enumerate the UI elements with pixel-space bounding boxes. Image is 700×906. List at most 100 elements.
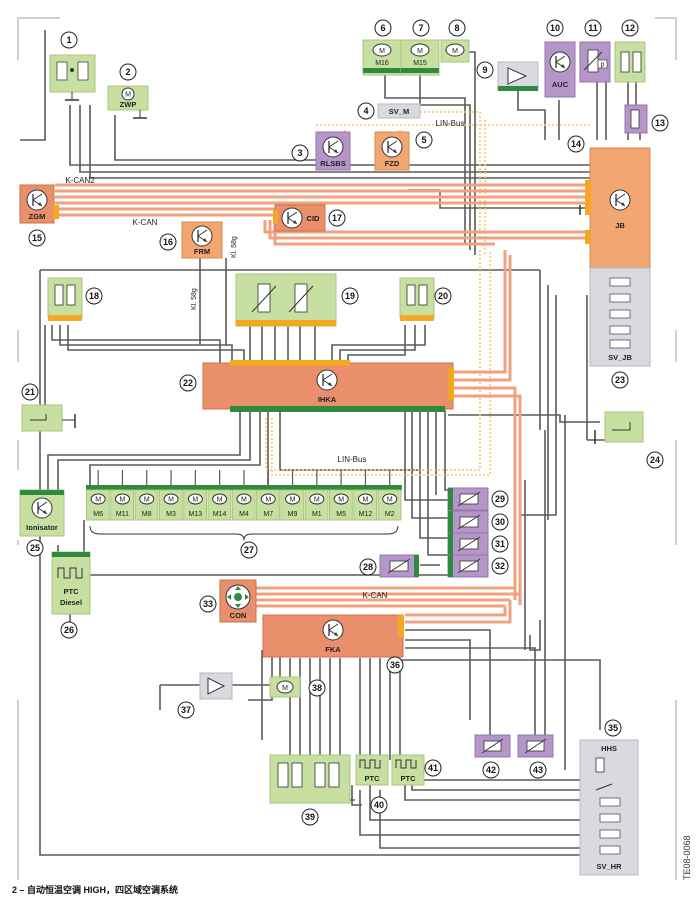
svg-text:28: 28: [363, 562, 373, 572]
flap-motor-label: M7: [263, 511, 273, 518]
svg-text:24: 24: [650, 455, 660, 465]
fka-module: FKA: [262, 614, 404, 658]
rlsbs-label: RLSBS: [320, 159, 345, 168]
ionisator-label: Ionisator: [26, 523, 58, 532]
sv-hr-label: SV_HR: [596, 862, 622, 871]
callout-5: 5: [415, 131, 433, 149]
sensor-42: [474, 734, 511, 758]
flap-motor-label: M3: [166, 511, 176, 518]
flap-motor-label: M1: [312, 511, 322, 518]
flap-motor-label: M5: [336, 511, 346, 518]
motor-glyph: M: [290, 497, 296, 504]
flap-motor-label: M4: [239, 511, 249, 518]
sensor-12: [614, 41, 646, 83]
ptc-41: PTC: [391, 754, 425, 786]
callout-8: 8: [448, 19, 466, 37]
flap-motor-row: LIN-Bus MM6MM11MM8MM3MM13MM14MM4MM7MM9MM…: [86, 455, 402, 541]
flap-motor: M M9: [280, 470, 305, 521]
callout-26: 26: [60, 621, 78, 639]
flap-motor: MM4: [231, 470, 256, 521]
motor-glyph: M: [387, 497, 393, 504]
callout-36: 36: [386, 656, 404, 674]
svg-text:23: 23: [615, 375, 625, 385]
svg-text:20: 20: [438, 291, 448, 301]
svg-text:11: 11: [588, 23, 598, 33]
flap-motor-label: M11: [116, 511, 129, 518]
callout-14: 14: [567, 135, 585, 153]
ionisator: Ionisator: [19, 489, 65, 537]
motor-glyph: M: [95, 497, 101, 504]
ihka-module: IHKA: [202, 360, 454, 412]
flap-motor: M M6: [86, 470, 110, 521]
svg-text:27: 27: [244, 545, 254, 555]
callout-40: 40: [370, 796, 388, 814]
kl58g-label-1: Kl. 58g: [231, 236, 238, 258]
motor-glyph: M: [417, 48, 423, 55]
callout-24: 24: [646, 451, 664, 469]
svg-text:8: 8: [454, 23, 459, 33]
callout-17: 17: [328, 209, 346, 227]
sensor-29: [447, 487, 489, 511]
cid-display: CID: [273, 204, 326, 232]
svg-text:29: 29: [495, 494, 505, 504]
svg-text:16: 16: [163, 237, 173, 247]
fka-label: FKA: [325, 645, 341, 654]
callout-13: 13: [651, 114, 669, 132]
callout-23: 23: [611, 371, 629, 389]
fzd-module: FZD: [374, 131, 410, 171]
callout-32: 32: [491, 557, 509, 575]
svg-text:14: 14: [571, 139, 581, 149]
frm-label: FRM: [194, 247, 210, 256]
ptc-diesel: PTC Diesel: [51, 551, 91, 615]
motor-glyph: M: [282, 685, 288, 692]
amplifier-9: [497, 61, 539, 91]
callout-6: 6: [374, 19, 392, 37]
callout-3: 3: [291, 144, 309, 162]
figure-code: TE08-0068: [682, 835, 692, 880]
svg-text:6: 6: [380, 23, 385, 33]
flap-motor-label: M6: [93, 511, 103, 518]
m16-label: M16: [375, 60, 389, 67]
ihka-label: IHKA: [318, 395, 337, 404]
flap-motor: MM8: [134, 470, 159, 521]
svg-text:33: 33: [203, 599, 213, 609]
sensor-39: [269, 754, 351, 804]
jb-module: JB: [579, 147, 651, 269]
sensor-31: [447, 532, 489, 556]
svg-text:26: 26: [64, 625, 74, 635]
motor-glyph: M: [120, 497, 126, 504]
sv-m-connector: SV_M LIN-Bus: [377, 103, 465, 128]
svg-text:1: 1: [66, 35, 71, 45]
cid-label: CID: [307, 214, 321, 223]
sensor-18: [47, 277, 83, 321]
figure-caption: 2 – 自动恒温空调 HIGH，四区域空调系统: [12, 884, 178, 895]
callout-27: 27: [240, 541, 258, 559]
callout-19: 19: [341, 287, 359, 305]
zgm-module: ZGM K-CAN2 K-CAN: [19, 176, 158, 227]
callout-4: 4: [357, 102, 375, 120]
lin-bus-label-top: LIN-Bus: [436, 119, 465, 128]
zwp-label: ZWP: [120, 100, 137, 109]
svg-text:35: 35: [608, 723, 618, 733]
frame-brackets: [17, 17, 677, 880]
callout-35: 35: [604, 719, 622, 737]
flap-motor-label: M12: [359, 511, 373, 518]
svg-text:3: 3: [297, 148, 302, 158]
flap-motor-label: M8: [142, 511, 152, 518]
flap-motor-label: M9: [288, 511, 298, 518]
svg-text:43: 43: [533, 765, 543, 775]
kl58g-label-2: Kl. 58g: [191, 288, 198, 310]
flap-motor-label: M14: [213, 511, 227, 518]
ptc-40: PTC: [355, 754, 389, 786]
flap-motor: MM5: [329, 470, 353, 521]
k-can2-label: K-CAN2: [65, 176, 95, 185]
callout-25: 25: [26, 539, 44, 557]
ptc-diesel-label-2: Diesel: [60, 598, 82, 607]
motor-glyph: M: [363, 497, 369, 504]
svg-text:19: 19: [345, 291, 355, 301]
svg-text:25: 25: [30, 543, 40, 553]
svg-text:18: 18: [89, 291, 99, 301]
svg-text:31: 31: [495, 539, 505, 549]
